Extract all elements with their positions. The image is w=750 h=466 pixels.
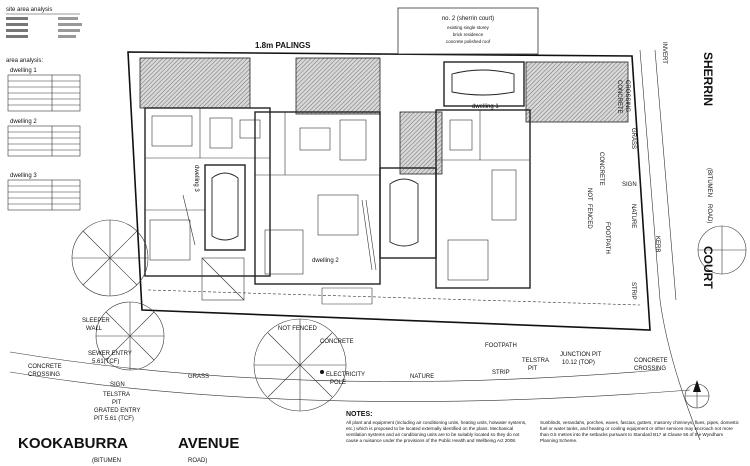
trees — [71, 219, 747, 412]
area-table-dwelling3 — [7, 179, 81, 211]
grated-entry-label-1: GRATED ENTRY — [94, 408, 140, 414]
sherrin-court-footpath-edge — [654, 49, 677, 301]
area-table-dwelling2 — [7, 125, 81, 157]
notes-heading: NOTES: — [346, 411, 373, 418]
sherrin-court-kerb — [639, 49, 701, 441]
title-heading: site area analysis — [6, 7, 52, 13]
dwelling-3-plan: dwelling 3 — [144, 107, 271, 301]
lot-boundary — [127, 51, 651, 331]
invert-label: INVERT — [661, 42, 667, 64]
area-dwelling1-label: dwelling 1 — [10, 68, 37, 74]
dwelling-3-garage — [204, 164, 246, 251]
car-icon — [211, 172, 239, 241]
hatched-area-3 — [399, 111, 443, 175]
grass-right-label: GRASS — [630, 128, 636, 149]
concrete-crossing-top-label-2: CROSSING — [624, 80, 630, 112]
hatched-area-2 — [295, 57, 381, 115]
junction-pit-label-1: JUNCTION PIT — [560, 352, 602, 358]
telstra-pit-bottom-label-2: PIT — [528, 366, 538, 372]
neighbour-title: no. 2 (sherrin court) — [442, 16, 494, 22]
neighbour-line-1: existing single storey — [447, 25, 490, 30]
grass-bottom-label: GRASS — [188, 374, 209, 380]
dwelling-3-label: dwelling 3 — [193, 165, 199, 192]
sleeper-wall-label-2: WALL — [86, 326, 103, 332]
not-fenced-bottom-label: NOT FENCED — [278, 326, 318, 332]
kookaburra-road-edge — [9, 371, 691, 402]
car-icon-2 — [389, 178, 419, 247]
sign-bottom-label: SIGN — [110, 382, 125, 388]
electricity-pole-label-1: ELECTRICITY — [326, 372, 365, 378]
sleeper-wall-label-1: SLEEPER — [82, 318, 110, 324]
road-bottom-label: ROAD) — [188, 458, 207, 464]
nature-bottom-label: NATURE — [410, 374, 434, 380]
neighbour-property: no. 2 (sherrin court) existing single st… — [397, 7, 539, 55]
north-arrow-icon — [684, 380, 710, 409]
sewer-entry-label-1: SEWER ENTRY — [88, 351, 132, 357]
road-right-label: ROAD) — [706, 204, 712, 223]
dwelling-2-plan: dwelling 2 — [254, 111, 381, 305]
concrete-crossing-right-label-2: CROSSING — [634, 366, 666, 372]
notes-right: Sunblinds, verandahs, porches, eaves, fa… — [540, 420, 739, 443]
kerb-label: KERB — [654, 236, 660, 252]
area-dwelling3-label: dwelling 3 — [10, 173, 37, 179]
electricity-pole-label-2: POLE — [330, 380, 346, 386]
car-icon-3 — [451, 69, 515, 96]
kookaburra-label: KOOKABURRA — [18, 435, 128, 452]
neighbour-line-3: concrete polished roof — [446, 39, 491, 44]
junction-pit-label-2: 10.12 (TOP) — [562, 360, 595, 366]
kookaburra-kerb — [9, 351, 661, 382]
area-analysis: area analysis: dwelling 1 dwelling 2 dwe… — [6, 58, 81, 211]
nature-right-label: NATURE — [630, 204, 636, 228]
dwelling-1-label: dwelling 1 — [472, 104, 499, 110]
hatched-area-4 — [525, 61, 629, 123]
notes-left: All plant and equipment (including air c… — [346, 420, 527, 443]
area-dwelling2-label: dwelling 2 — [10, 119, 37, 125]
court-label: COURT — [701, 246, 715, 289]
dwelling-1-carport — [443, 61, 525, 107]
electricity-pole-icon — [320, 370, 324, 374]
dwelling-1-plan: dwelling 1 — [379, 61, 531, 289]
not-fenced-right-label-1: NOT — [586, 188, 592, 201]
footpath-right-label: FOOTPATH — [604, 222, 610, 254]
telstra-pit-left-label-1: TELSTRA — [103, 392, 130, 398]
neighbour-line-2: brick residence — [453, 32, 484, 37]
strip-bottom-label: STRIP — [492, 370, 510, 376]
title-block: site area analysis — [6, 7, 82, 38]
bitumen-right-label: (BITUMEN — [706, 168, 712, 197]
concrete-bottom-label: CONCRETE — [320, 339, 354, 345]
concrete-crossing-left-label-2: CROSSING — [28, 372, 60, 378]
avenue-label: AVENUE — [178, 435, 239, 452]
not-fenced-right-label-2: FENCED — [586, 204, 592, 229]
bitumen-bottom-label: (BITUMEN — [92, 458, 121, 464]
telstra-pit-left-label-2: PIT — [112, 400, 122, 406]
footpath-bottom-label: FOOTPATH — [485, 343, 517, 349]
telstra-pit-bottom-label-1: TELSTRA — [522, 358, 549, 364]
area-analysis-heading: area analysis: — [6, 58, 43, 64]
concrete-crossing-top-label-1: CONCRETE — [616, 80, 622, 114]
concrete-right-label: CONCRETE — [598, 152, 604, 186]
concrete-crossing-right-label-1: CONCRETE — [634, 358, 668, 364]
dwelling-2-label: dwelling 2 — [312, 258, 339, 264]
sewer-entry-label-2: 5.61(TCF) — [92, 359, 119, 365]
strip-right-label: STRIP — [630, 282, 636, 300]
grated-entry-label-2: PIT 5.61 (TCF) — [94, 416, 134, 422]
sherrin-label: SHERRIN — [701, 52, 715, 106]
hatched-area-1 — [139, 57, 251, 109]
palings-label: 1.8m PALINGS — [255, 41, 311, 50]
concrete-crossing-left-label-1: CONCRETE — [28, 364, 62, 370]
sign-right-label: SIGN — [622, 182, 637, 188]
